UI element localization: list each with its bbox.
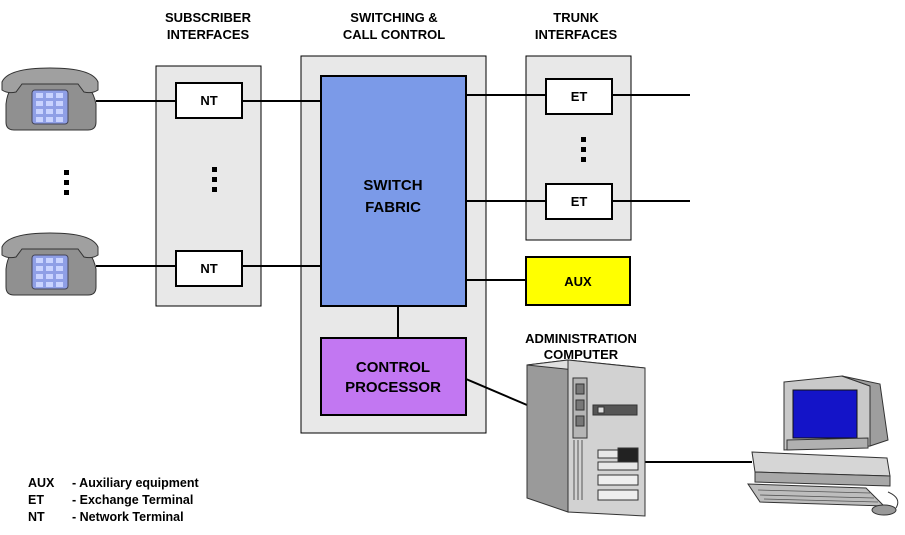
switch-fabric-box [320,75,467,307]
header-trunk-line1: TRUNK [553,10,599,25]
telephone-icon [1,67,99,131]
legend-desc-et: - Exchange Terminal [72,493,193,507]
nt-box-top-label: NT [200,93,217,108]
desktop-computer-icon [747,375,899,516]
control-processor-box [320,337,467,416]
connection-lines [96,94,752,463]
et-box-top [545,78,613,115]
nt-box-bottom [175,250,243,287]
legend: AUX - Auxiliary equipment ET - Exchange … [28,476,199,524]
legend-abbr-aux: AUX [28,476,55,490]
header-subscriber-line2: INTERFACES [167,27,250,42]
et-box-top-label: ET [571,89,588,104]
legend-abbr-nt: NT [28,510,45,524]
legend-desc-nt: - Network Terminal [72,510,184,524]
header-switching-line1: SWITCHING & [350,10,437,25]
vertical-ellipsis-icon [581,137,586,162]
header-trunk-line2: INTERFACES [535,27,618,42]
vertical-ellipsis-icon [212,167,217,192]
server-tower-icon [526,359,646,517]
header-admin-line1: ADMINISTRATION [525,331,637,346]
nt-box-bottom-label: NT [200,261,217,276]
et-box-bottom-label: ET [571,194,588,209]
et-box-bottom [545,183,613,220]
aux-box [525,256,631,306]
header-subscriber-line1: SUBSCRIBER [165,10,252,25]
vertical-ellipsis-icon [64,170,69,195]
control-processor-label-line2: PROCESSOR [345,379,441,396]
telephone-icon [1,232,99,296]
legend-desc-aux: - Auxiliary equipment [72,476,199,490]
header-switching-line2: CALL CONTROL [343,27,445,42]
control-processor-label-line1: CONTROL [356,359,430,376]
aux-box-label: AUX [564,274,592,289]
legend-abbr-et: ET [28,493,44,507]
switch-fabric-label-line1: SWITCH [363,177,422,194]
header-admin-line2: COMPUTER [544,347,619,362]
switch-fabric-label-line2: FABRIC [365,199,421,216]
nt-box-top [175,82,243,119]
